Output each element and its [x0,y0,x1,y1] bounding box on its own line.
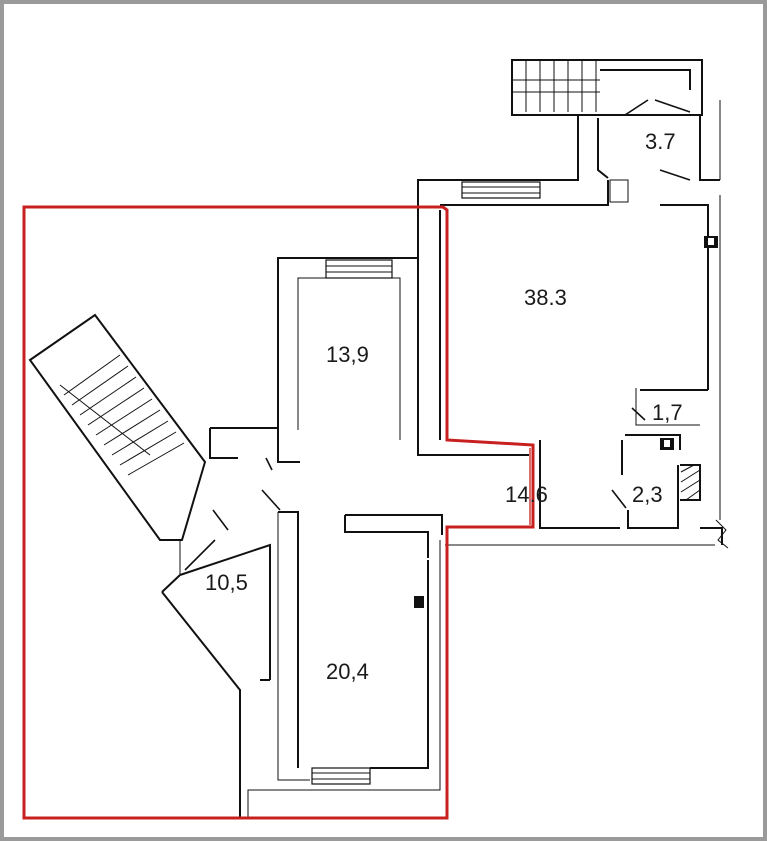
staircase-left [28,313,207,541]
right-wing-walls [440,59,729,549]
room-label-38-3: 38.3 [524,285,567,310]
room-label-2-3: 2,3 [632,482,663,507]
room-label-3-7: 3.7 [645,129,676,154]
left-wing-walls [28,179,530,818]
highlight-outline [22,205,535,820]
room-label-13-9: 13,9 [326,342,369,367]
room-label-10-5: 10,5 [205,570,248,595]
room-label-20-4: 20,4 [326,659,369,684]
room-label-14-6: 14.6 [505,482,548,507]
room-label-1-7: 1,7 [652,400,683,425]
staircase-top [511,59,703,116]
